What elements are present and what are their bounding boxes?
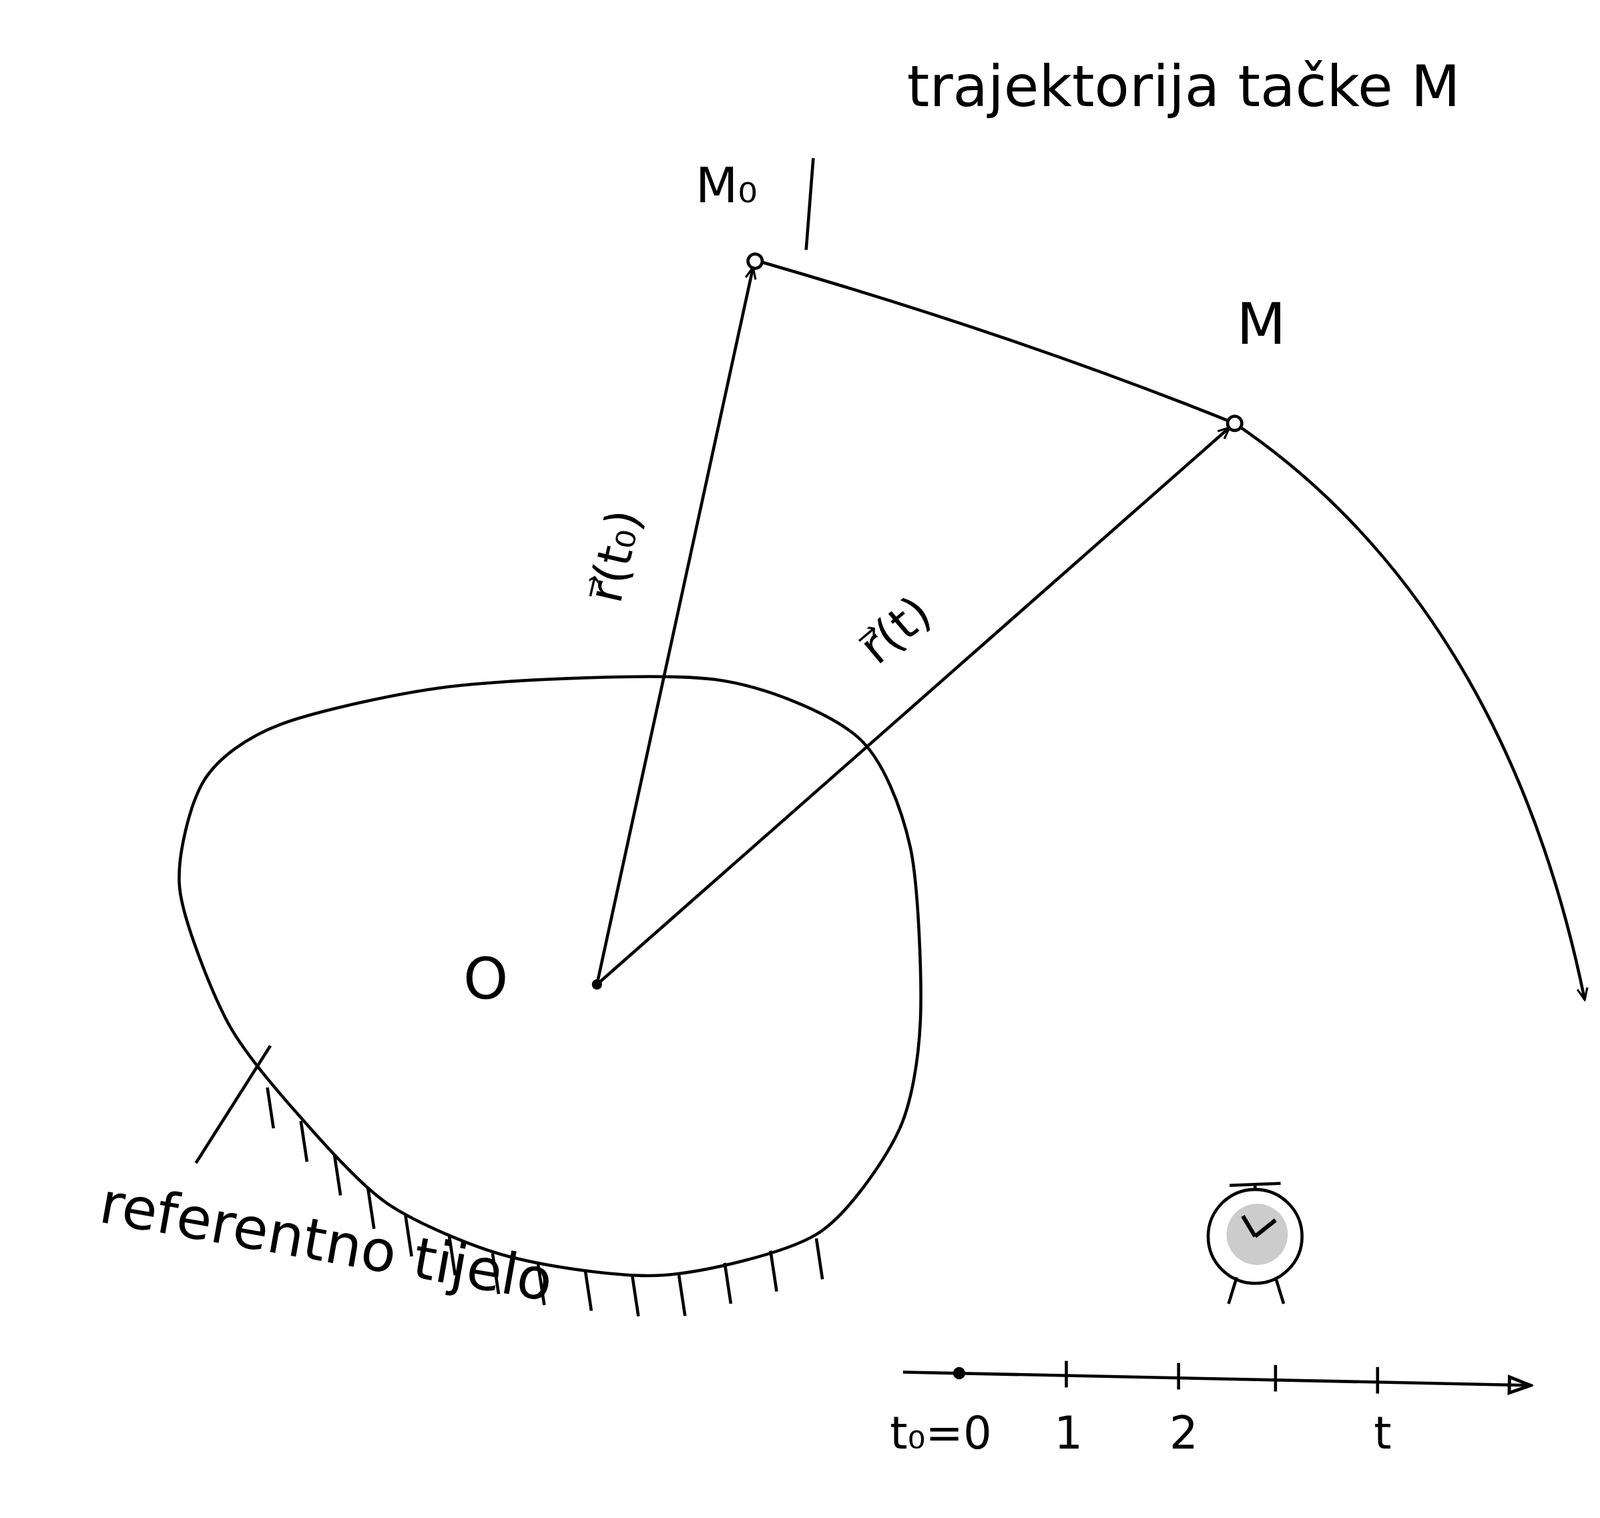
leader-line xyxy=(806,158,814,251)
axis-tick xyxy=(1375,1367,1380,1394)
axis-tick xyxy=(1176,1363,1181,1390)
axis-label: t₀=0 xyxy=(889,1408,992,1458)
ground-hatch xyxy=(632,1275,639,1317)
ground-hatch xyxy=(267,1087,274,1129)
vector-label: r⃗(t) xyxy=(851,586,942,675)
trajectory-curve xyxy=(754,260,1585,1000)
ground-hatch xyxy=(334,1154,341,1195)
axis-tick xyxy=(1274,1365,1278,1392)
point-label: M xyxy=(1236,293,1287,356)
origin-label: O xyxy=(463,947,508,1011)
ground-hatch xyxy=(770,1250,777,1292)
axis-tick xyxy=(1064,1361,1069,1388)
position-vector xyxy=(596,427,1230,984)
trajectory-label: trajektorija tačke M xyxy=(907,55,1461,119)
clock-icon xyxy=(1208,1183,1303,1304)
axis-label: 2 xyxy=(1169,1408,1199,1458)
point-marker xyxy=(748,254,763,269)
axis-origin xyxy=(953,1367,966,1380)
point-label: M₀ xyxy=(695,158,758,213)
position-vector xyxy=(596,267,753,984)
ground-hatch xyxy=(816,1238,823,1279)
origin-point xyxy=(592,979,603,990)
time-axis xyxy=(903,1371,1531,1386)
reference-body xyxy=(178,676,921,1276)
ground-hatch xyxy=(724,1262,731,1304)
axis-label: t xyxy=(1373,1408,1392,1458)
ground-hatch xyxy=(678,1274,685,1316)
point-marker xyxy=(1227,416,1242,431)
ground-hatch xyxy=(585,1269,592,1311)
body-label: referentno tijelo xyxy=(95,1171,558,1313)
leader-line xyxy=(196,1045,272,1163)
vector-label: r⃗(t₀) xyxy=(579,504,651,607)
ground-hatch xyxy=(301,1120,308,1162)
axis-label: 1 xyxy=(1053,1408,1083,1458)
